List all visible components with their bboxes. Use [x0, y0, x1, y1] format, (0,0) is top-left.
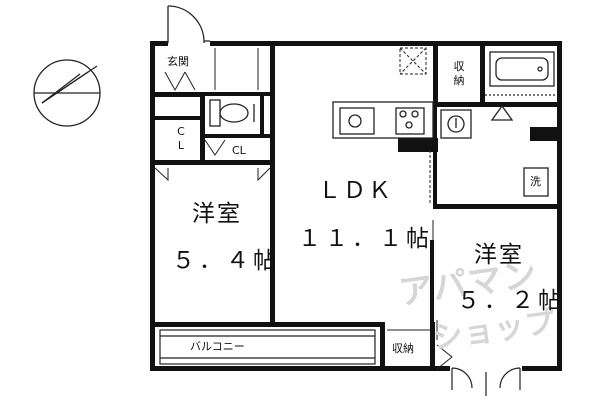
- closet-small-label: CL: [232, 144, 246, 157]
- laundry-label: 洗: [530, 175, 541, 188]
- interior-doors: [154, 71, 453, 370]
- balcony-doors: [451, 367, 521, 396]
- western-left-name: 洋室: [192, 201, 242, 227]
- ldk-name: ＬＤＫ: [318, 178, 393, 204]
- entrance-label: 玄関: [167, 55, 189, 68]
- closet-vertical-label: CL: [177, 125, 185, 152]
- western-right-name: 洋室: [474, 242, 524, 268]
- bathtub: [485, 51, 557, 121]
- closet-lines: [214, 48, 430, 331]
- laundry-box: [523, 167, 549, 197]
- washbasin: [440, 109, 472, 139]
- storage-bottom-label: 収納: [392, 342, 414, 355]
- ldk-size: １１．１帖: [298, 226, 433, 252]
- compass-icon: [33, 59, 101, 127]
- western-right-size: ５．２帖: [457, 288, 565, 314]
- kitchen-counter: [332, 101, 434, 139]
- storage-top-label: 収納: [453, 60, 465, 87]
- interior-walls: [155, 46, 562, 371]
- fridge-space: [399, 47, 427, 75]
- western-left-size: ５．４帖: [172, 248, 280, 274]
- balcony-label: バルコニー: [190, 340, 245, 353]
- entrance-door: [167, 5, 210, 44]
- toilet-icon: [209, 99, 255, 127]
- balcony-rail: [159, 329, 376, 365]
